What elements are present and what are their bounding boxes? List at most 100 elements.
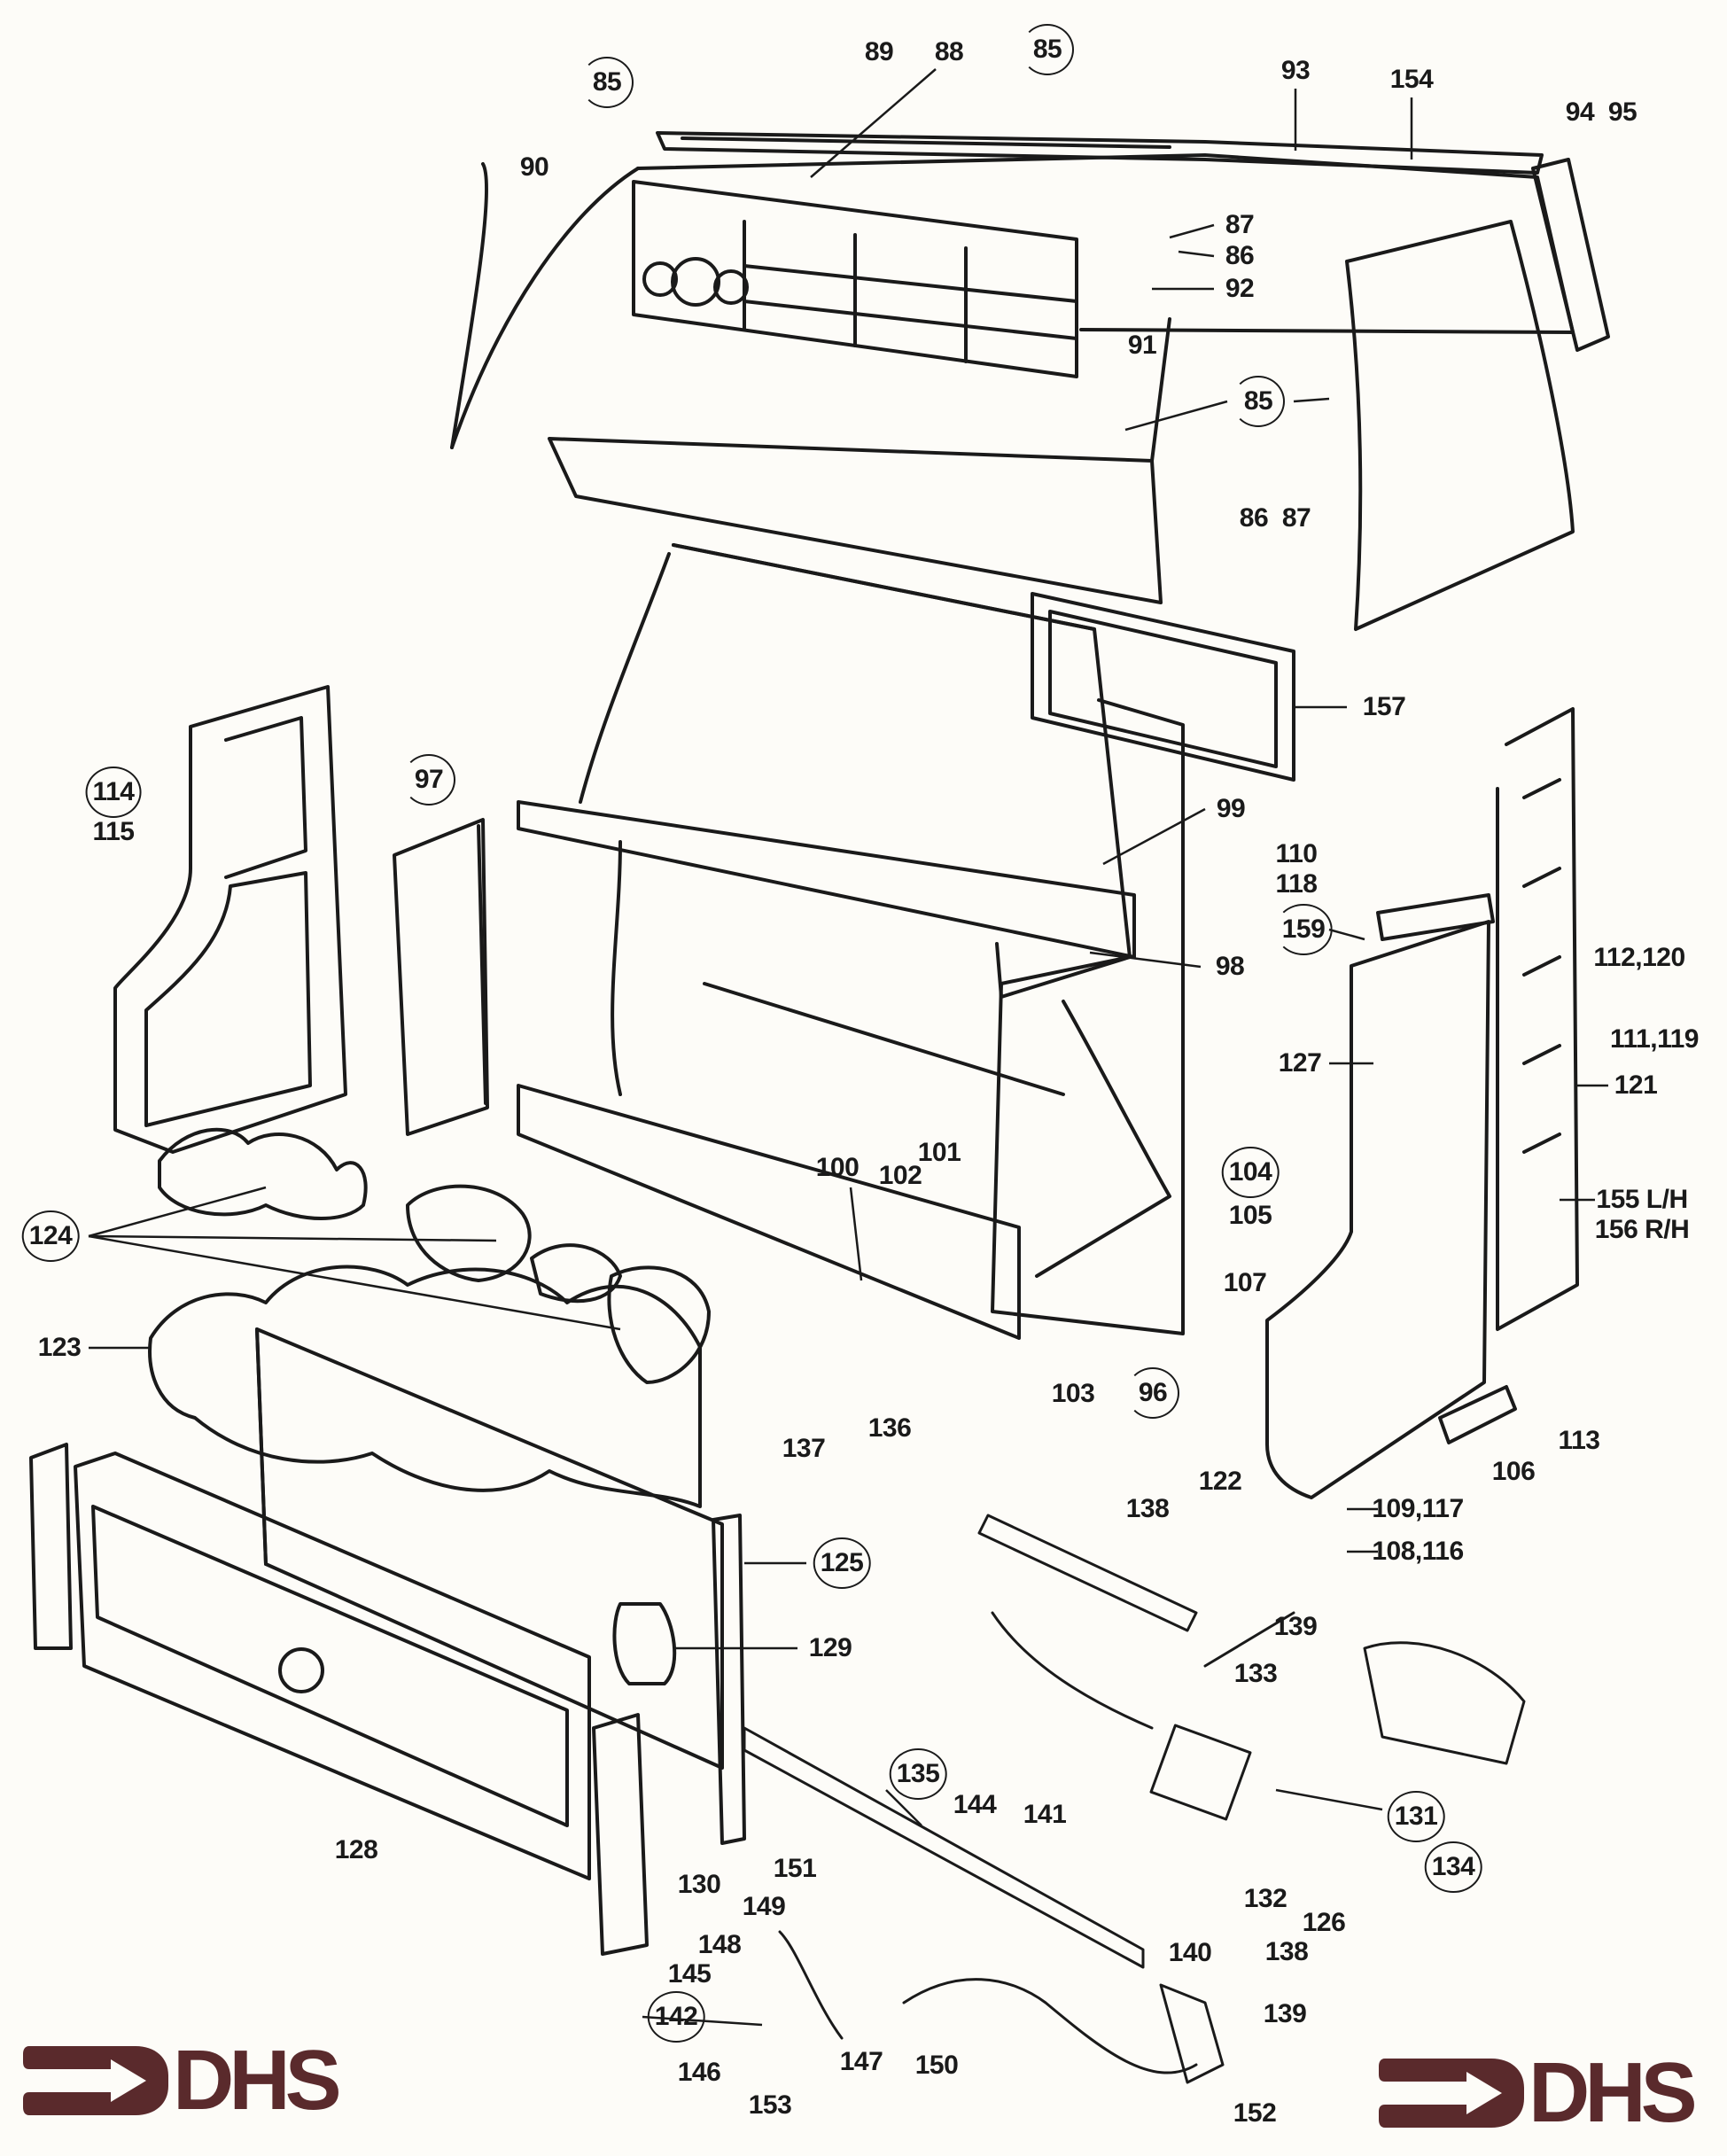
- callout-126: 126: [1302, 1908, 1346, 1937]
- callout-146: 146: [677, 2058, 721, 2087]
- callout-152: 152: [1233, 2098, 1277, 2128]
- side-trim-bar: [712, 1514, 746, 1845]
- callout-150: 150: [914, 2051, 959, 2080]
- callout-96: 96: [1126, 1367, 1179, 1419]
- callout-86-upper: 86: [1225, 241, 1255, 270]
- fuel-bed-coals: [148, 1127, 711, 1508]
- callout-93: 93: [1280, 56, 1311, 85]
- firebox-back-panel: [579, 543, 1185, 1335]
- callout-104: 104: [1221, 1147, 1280, 1198]
- front-fret-assembly: [29, 1443, 649, 1956]
- callout-139-lower: 139: [1263, 1999, 1307, 2028]
- dhs-arrow-icon: [23, 2046, 168, 2115]
- callout-101: 101: [917, 1138, 961, 1167]
- control-grille: [632, 180, 1078, 378]
- canopy-top-panel: [656, 131, 1544, 175]
- callout-159: 159: [1274, 904, 1333, 955]
- callout-141: 141: [1023, 1800, 1067, 1829]
- callout-145: 145: [667, 1959, 712, 1989]
- callout-149: 149: [742, 1892, 786, 1921]
- callout-138-upper: 138: [1125, 1494, 1170, 1523]
- gas-pipe-assembly: [743, 1726, 1225, 2084]
- callout-111-119: 111,119: [1610, 1024, 1699, 1054]
- callout-155-lh: 155 L/H: [1596, 1185, 1688, 1214]
- callout-85-right: 85: [1232, 376, 1285, 427]
- callout-115: 115: [92, 817, 135, 846]
- callout-107: 107: [1223, 1268, 1267, 1297]
- callout-92: 92: [1225, 274, 1255, 303]
- fuel-bed-tray: [255, 1327, 724, 1770]
- callout-91: 91: [1127, 331, 1157, 360]
- callout-123: 123: [37, 1333, 82, 1362]
- callout-130: 130: [677, 1870, 721, 1899]
- side-grille-right: [1496, 707, 1579, 1331]
- callout-133: 133: [1233, 1659, 1278, 1688]
- callout-124: 124: [21, 1210, 80, 1262]
- callout-85-top-left: 85: [580, 57, 634, 108]
- callout-136: 136: [867, 1413, 912, 1443]
- side-insert-left: [393, 818, 489, 1136]
- dhs-logo-text: DHS: [1529, 2045, 1698, 2140]
- callout-121: 121: [1614, 1070, 1658, 1100]
- callout-148: 148: [697, 1930, 742, 1959]
- callout-125: 125: [813, 1537, 871, 1589]
- callout-128: 128: [334, 1835, 378, 1864]
- callout-131: 131: [1387, 1791, 1445, 1842]
- callout-109-117: 109,117: [1372, 1494, 1464, 1523]
- dhs-logo-right: DHS: [1378, 2045, 1698, 2140]
- canopy-side-trim: [1531, 158, 1610, 352]
- callout-86-87-lower: 86 87: [1239, 503, 1311, 533]
- callout-122: 122: [1198, 1467, 1242, 1496]
- callout-147: 147: [839, 2047, 883, 2076]
- side-panel-right: [1265, 893, 1495, 1499]
- callout-142: 142: [647, 1991, 705, 2043]
- callout-137: 137: [782, 1434, 826, 1463]
- callout-113: 113: [1558, 1426, 1600, 1455]
- callout-144: 144: [953, 1790, 997, 1819]
- firebox-shelf: [517, 800, 1136, 999]
- firebox-base: [517, 840, 1171, 1340]
- callout-114: 114: [85, 767, 142, 818]
- callout-85-top-center: 85: [1021, 24, 1074, 75]
- callout-98: 98: [1215, 952, 1245, 981]
- callout-154: 154: [1389, 65, 1434, 94]
- callout-110: 110: [1275, 839, 1318, 868]
- dhs-arrow-icon: [1379, 2059, 1524, 2128]
- finial-ornament: [612, 1602, 677, 1685]
- canopy-side-panel-right: [1345, 220, 1575, 631]
- callout-139-upper: 139: [1273, 1612, 1318, 1641]
- callout-90: 90: [519, 152, 549, 182]
- dhs-logo-left: DHS: [22, 2033, 342, 2128]
- callout-153: 153: [748, 2090, 792, 2120]
- callout-99: 99: [1216, 794, 1246, 823]
- name-badge: [1438, 1385, 1517, 1444]
- callout-118: 118: [1275, 869, 1318, 899]
- callout-151: 151: [773, 1854, 817, 1883]
- callout-103: 103: [1051, 1379, 1095, 1408]
- callout-134: 134: [1424, 1841, 1482, 1893]
- heat-exchanger-box: [1031, 592, 1295, 782]
- callout-132: 132: [1243, 1884, 1287, 1913]
- callout-106: 106: [1491, 1457, 1536, 1486]
- canopy-hood: [450, 153, 1575, 604]
- callout-156-rh: 156 R/H: [1594, 1215, 1690, 1244]
- callout-88: 88: [934, 37, 964, 66]
- callout-87-upper: 87: [1225, 210, 1255, 239]
- callout-138-lower: 138: [1264, 1937, 1309, 1966]
- callout-94-95: 94 95: [1565, 97, 1638, 127]
- callout-102: 102: [878, 1161, 922, 1190]
- burner-assembly: [977, 1514, 1526, 1821]
- callout-140: 140: [1168, 1938, 1212, 1967]
- callout-112-120: 112,120: [1593, 943, 1685, 972]
- callout-157: 157: [1362, 692, 1406, 721]
- callout-100: 100: [815, 1153, 860, 1182]
- dhs-logo-text: DHS: [173, 2033, 342, 2128]
- callout-127: 127: [1278, 1048, 1322, 1078]
- callout-129: 129: [808, 1633, 852, 1662]
- callout-97: 97: [402, 754, 455, 806]
- side-panel-left: [113, 685, 347, 1154]
- callout-135: 135: [889, 1748, 947, 1800]
- callout-108-116: 108,116: [1372, 1537, 1464, 1566]
- callout-105: 105: [1228, 1201, 1272, 1230]
